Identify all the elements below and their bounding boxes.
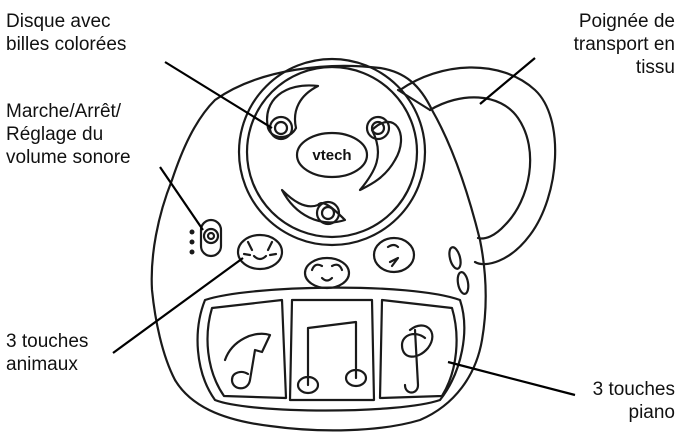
- toy-body: [150, 64, 487, 432]
- label-power-volume: Marche/Arrêt/ Réglage du volume sonore: [6, 101, 131, 168]
- label-animal-buttons: 3 touches animaux: [6, 331, 89, 375]
- leader-animaux: [112, 257, 244, 354]
- animal-button-chick[interactable]: [372, 236, 416, 274]
- leader-disque: [164, 61, 273, 129]
- animal-button-dog[interactable]: [303, 256, 351, 290]
- volume-indicator-icon: [189, 229, 195, 255]
- bead-disc: [237, 57, 427, 247]
- carrying-handle: [396, 66, 557, 266]
- piano-key-right[interactable]: [378, 298, 458, 400]
- leader-poignee: [479, 57, 536, 105]
- leader-piano: [447, 360, 576, 397]
- piano-key-middle[interactable]: [288, 298, 376, 402]
- power-volume-switch[interactable]: [189, 218, 223, 258]
- label-piano-keys: 3 touches piano: [592, 379, 675, 423]
- leader-marche: [159, 166, 204, 231]
- vtech-logo: vtech: [312, 147, 351, 164]
- piano-keys-panel: [196, 286, 466, 412]
- speaker-slots: [448, 246, 470, 295]
- label-carrying-handle: Poignée de transport en tissu: [573, 11, 675, 78]
- label-bead-disc: Disque avec billes colorées: [6, 11, 127, 55]
- leader-lines: [112, 57, 576, 397]
- piano-key-left[interactable]: [206, 298, 288, 400]
- animal-button-cat[interactable]: [236, 233, 284, 271]
